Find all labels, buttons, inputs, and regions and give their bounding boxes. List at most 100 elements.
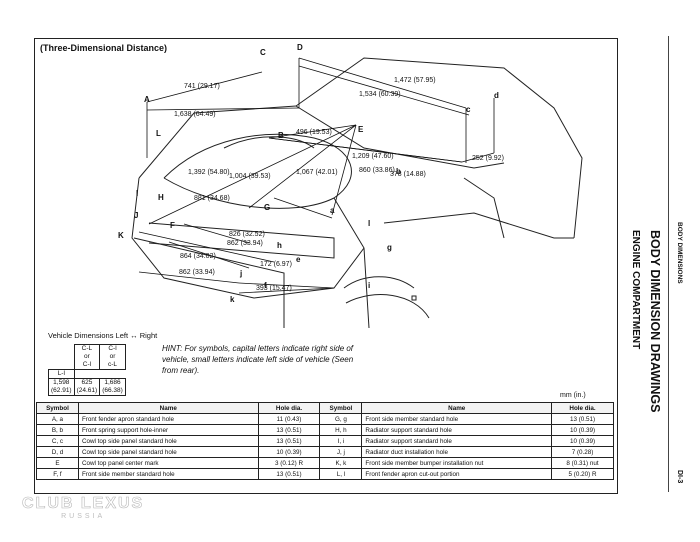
dimension-label: 860 (33.86) (359, 167, 395, 174)
table-cell: Front spring support hole-inner (77, 424, 259, 436)
point-letter: a (330, 206, 335, 215)
table-cell: D, d (36, 446, 79, 458)
dimension-label: 864 (34.02) (180, 253, 216, 260)
watermark: CLUB LEXUS RUSSIA (22, 495, 144, 520)
col-header: Name (77, 402, 259, 414)
vd-cell-cl: 625 (24.61) (73, 378, 101, 396)
dimension-label: 1,392 (54.80) (188, 169, 230, 176)
table-cell: 10 (0.39) (551, 424, 614, 436)
vehicle-dimensions-table: C-L or C-l C-l or c-L L-l 1,598 (62.91) … (48, 344, 126, 396)
point-letter: J (134, 211, 138, 220)
hole-table: Symbol Name Hole dia. Symbol Name Hole d… (36, 402, 614, 480)
dimension-label: 1,534 (60.39) (359, 91, 401, 98)
dimension-label: 172 (6.97) (260, 261, 292, 268)
table-cell: 13 (0.51) (257, 424, 321, 436)
vd-row-label: L-l (48, 369, 75, 379)
units-label: mm (in.) (560, 392, 586, 399)
point-letter: A (144, 95, 150, 104)
table-cell: E (36, 457, 79, 469)
point-letter: j (239, 269, 242, 278)
col-header: Symbol (319, 402, 363, 414)
table-cell: B, b (36, 424, 79, 436)
dimension-label: 393 (15.47) (256, 285, 292, 292)
watermark-sub: RUSSIA (61, 513, 106, 520)
point-letter: l (368, 219, 370, 228)
col-header: Symbol (36, 402, 79, 414)
table-cell: C, c (36, 435, 79, 447)
col-header: Name (361, 402, 553, 414)
vehicle-dimensions-title: Vehicle Dimensions Left ↔ Right (48, 331, 158, 340)
side-section-header: BODY DIMENSIONS (676, 222, 683, 284)
dimension-label: 1,067 (42.01) (296, 169, 338, 176)
col-header: Hole dia. (551, 402, 614, 414)
dimension-label: 1,004 (39.53) (229, 173, 271, 180)
table-cell: K, k (319, 457, 363, 469)
point-letter: c (466, 105, 471, 114)
dimension-label: 881 (34.68) (194, 195, 230, 202)
dimension-label: 252 (9.92) (472, 155, 504, 162)
point-letter: L (156, 129, 161, 138)
table-cell: Radiator support standard hole (361, 435, 553, 447)
point-letter: b (396, 167, 401, 176)
table-cell: A, a (36, 413, 79, 425)
point-letter: g (387, 243, 392, 252)
table-cell: 8 (0.31) nut (551, 457, 614, 469)
point-letter: B (278, 131, 284, 140)
point-letter: i (368, 281, 370, 290)
table-cell: 3 (0.12) R (257, 457, 321, 469)
table-cell: 5 (0.20) R (551, 468, 614, 480)
engine-compartment-drawing: 741 (29.17)1,638 (64.49)1,472 (57.95)1,5… (118, 43, 583, 328)
point-letter: d (494, 91, 499, 100)
table-cell: F, f (36, 468, 79, 480)
dimension-label: 1,638 (64.49) (174, 111, 216, 118)
table-cell: Cowl top panel center mark (77, 457, 259, 469)
table-cell: 10 (0.39) (257, 446, 321, 458)
point-letter: G (264, 203, 270, 212)
dimension-label: 1,209 (47.60) (352, 153, 394, 160)
table-cell: Cowl top side panel standard hole (77, 446, 259, 458)
table-cell: Front side member standard hole (361, 413, 553, 425)
table-cell: Front side member bumper installation nu… (361, 457, 553, 469)
table-cell: 13 (0.51) (257, 435, 321, 447)
point-letter: D (297, 43, 303, 52)
page-number: DI-3 (676, 470, 683, 484)
table-cell: 13 (0.51) (257, 468, 321, 480)
drawing-frame (34, 38, 618, 494)
watermark-main: CLUB LEXUS (22, 495, 145, 513)
table-cell: Radiator support standard hole (361, 424, 553, 436)
point-letter: k (230, 295, 235, 304)
table-cell: Radiator duct installation hole (361, 446, 553, 458)
table-cell: Front fender apron cut-out portion (361, 468, 553, 480)
dimension-label: 862 (33.94) (227, 240, 263, 247)
table-cell: 7 (0.28) (551, 446, 614, 458)
point-letter: K (118, 231, 124, 240)
col-header: Hole dia. (257, 402, 321, 414)
side-subtitle: ENGINE COMPARTMENT (630, 230, 641, 350)
table-cell: J, j (319, 446, 363, 458)
point-letter: F (170, 221, 175, 230)
table-cell: L, l (319, 468, 363, 480)
vd-cell-cl-alt: 1,686 (66.38) (99, 378, 126, 396)
dimension-label: 496 (19.53) (296, 129, 332, 136)
point-letter: h (277, 241, 282, 250)
drawing-heading: (Three-Dimensional Distance) (40, 43, 168, 53)
point-letter: I (136, 189, 138, 198)
vd-header-cl: C-L or C-l (73, 344, 101, 370)
point-letter: e (296, 255, 301, 264)
table-cell: I, i (319, 435, 363, 447)
table-cell: 10 (0.39) (551, 435, 614, 447)
table-cell: Cowl top side panel standard hole (77, 435, 259, 447)
side-rule (668, 36, 669, 492)
dimension-label: 826 (32.52) (229, 231, 265, 238)
table-cell: Front fender apron standard hole (77, 413, 259, 425)
side-title: BODY DIMENSION DRAWINGS (648, 230, 662, 413)
table-cell: 13 (0.51) (551, 413, 614, 425)
table-cell: Front side member standard hole (77, 468, 259, 480)
dimension-label: 1,472 (57.95) (394, 77, 436, 84)
table-cell: 11 (0.43) (257, 413, 321, 425)
